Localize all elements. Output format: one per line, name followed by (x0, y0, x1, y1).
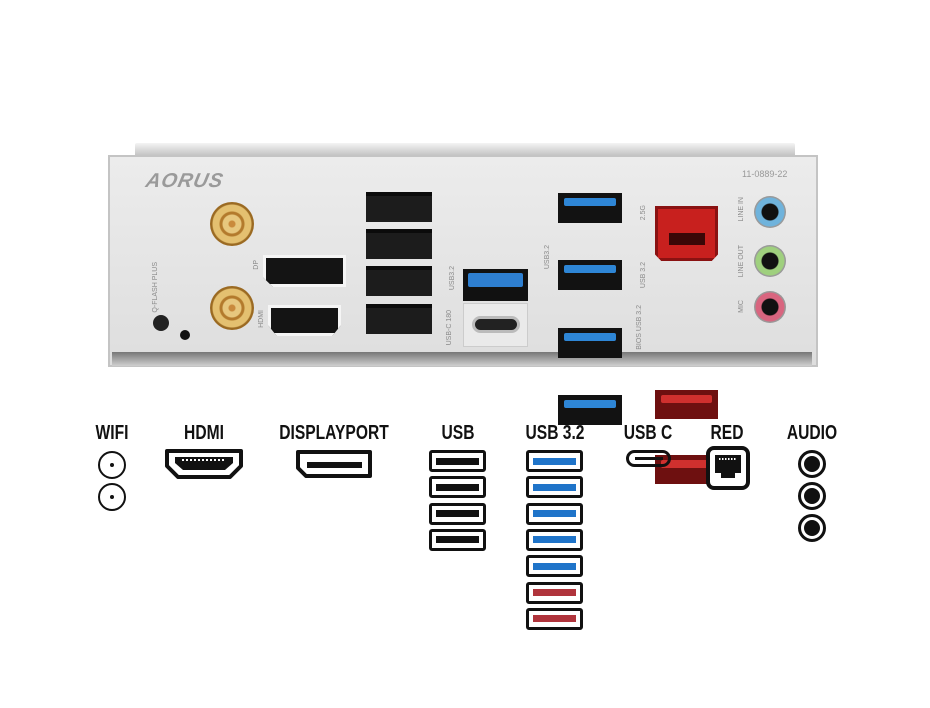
line-out-label: LINE OUT (738, 245, 745, 278)
usb32-red-label: USB 3.2 (640, 262, 647, 289)
mic-jack (754, 291, 786, 323)
usb32-label: USB3.2 (449, 266, 456, 291)
usb-icon (526, 450, 583, 472)
usb32-red-port (655, 390, 718, 419)
usb32-port (558, 193, 622, 223)
part-number: 11-0889-22 (742, 169, 788, 179)
wifi-antenna-connector (210, 202, 254, 246)
usb32-port (558, 260, 622, 290)
line-out-jack (754, 245, 786, 277)
ethernet-icon (706, 446, 750, 490)
audio-jack-icon (798, 450, 826, 478)
usb-icon (526, 607, 583, 630)
lan-label: 2.5G (640, 205, 647, 221)
usb-icon (526, 476, 583, 499)
usbc-label: USB-C 180 (446, 310, 453, 346)
usb-icon (429, 528, 486, 551)
usb2-port (366, 192, 432, 222)
usb-icon (526, 528, 583, 551)
legend-title-hdmi: HDMI (184, 422, 224, 444)
usb-c-port (472, 316, 520, 333)
usb-icon (526, 502, 583, 525)
qflash-button (153, 315, 169, 331)
audio-jack-icon (798, 482, 826, 510)
usb-icon (526, 581, 583, 604)
io-shield-bottom-edge (112, 352, 812, 366)
bios-usb-label: BIOS USB 3.2 (636, 305, 643, 350)
qflash-label: Q-FLASH PLUS (152, 262, 159, 313)
line-in-jack (754, 196, 786, 228)
usb32-port (463, 269, 528, 301)
legend-title-audio: AUDIO (786, 422, 838, 444)
legend-title-usb32: USB 3.2 (525, 422, 585, 444)
legend-title-displayport: DISPLAYPORT (279, 422, 389, 444)
io-shield-top-frame (135, 143, 795, 157)
brand-logo: AORUS (143, 170, 226, 192)
qflash-led (180, 330, 190, 340)
antenna-icon (98, 451, 126, 479)
legend-title-usbc: USB C (623, 422, 673, 444)
hdmi-port (268, 305, 341, 336)
audio-jack-icon (798, 514, 826, 542)
usb2-port (366, 229, 432, 259)
usb32-port (558, 328, 622, 358)
usb-c-icon (626, 450, 671, 467)
usb-icon (429, 450, 486, 472)
legend-title-red: RED (710, 422, 744, 444)
antenna-icon (98, 483, 126, 511)
usb32-label: USB3.2 (544, 245, 551, 270)
usb-icon (429, 502, 486, 525)
legend-title-wifi: WIFI (95, 422, 129, 444)
ethernet-port (655, 206, 718, 261)
usb2-port (366, 304, 432, 334)
usb2-port (366, 266, 432, 296)
displayport-icon (296, 450, 372, 478)
wifi-antenna-connector (210, 286, 254, 330)
hdmi-label: HDMI (258, 310, 265, 328)
usb-icon (526, 555, 583, 578)
mic-label: MIC (738, 300, 745, 313)
hdmi-icon (165, 449, 243, 479)
legend-title-usb: USB (441, 422, 475, 444)
line-in-label: LINE IN (738, 197, 745, 222)
usb32-port (558, 395, 622, 425)
displayport-port (263, 255, 346, 287)
usb-icon (429, 476, 486, 499)
dp-label: DP (253, 260, 260, 270)
